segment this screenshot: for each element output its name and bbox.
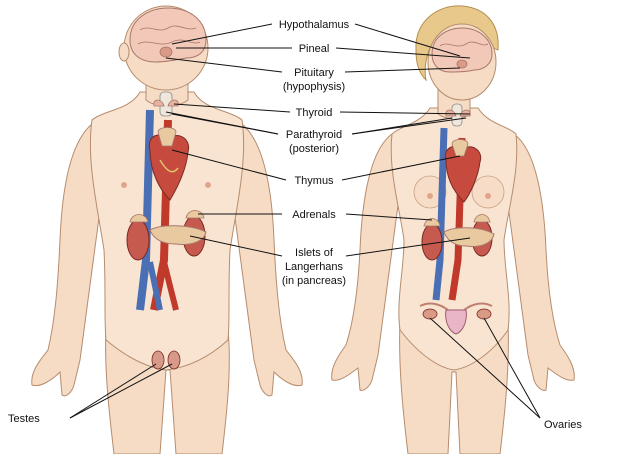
female-adrenal-right bbox=[473, 214, 491, 223]
male-thymus bbox=[157, 127, 177, 147]
male-testis-left bbox=[151, 350, 165, 370]
label-islets-2: Langerhans bbox=[285, 261, 344, 273]
male-vena-cava bbox=[136, 109, 154, 311]
label-testes: Testes bbox=[8, 413, 40, 425]
female-vena-cava bbox=[432, 127, 448, 301]
male-adrenal-right bbox=[185, 210, 205, 219]
male-right-arm bbox=[229, 119, 303, 397]
female-pancreas bbox=[443, 227, 495, 247]
label-thymus: Thymus bbox=[294, 175, 334, 187]
label-parathyroid-sub: (posterior) bbox=[289, 143, 339, 155]
male-nipple-left bbox=[121, 182, 127, 188]
male-testis-right bbox=[167, 350, 181, 370]
male-figure bbox=[31, 5, 303, 455]
male-thyroid bbox=[153, 99, 179, 107]
label-thyroid: Thyroid bbox=[296, 107, 333, 119]
male-adrenal-left bbox=[129, 214, 149, 223]
label-pineal: Pineal bbox=[299, 43, 330, 55]
label-pituitary-sub: (hypophysis) bbox=[283, 81, 345, 93]
female-brain bbox=[431, 27, 493, 73]
label-islets-3: (in pancreas) bbox=[282, 275, 346, 287]
label-ovaries: Ovaries bbox=[544, 419, 582, 431]
female-ovary-left bbox=[422, 308, 438, 320]
female-ovary-right bbox=[476, 308, 492, 320]
female-breast-left bbox=[413, 175, 447, 209]
male-pancreas bbox=[149, 225, 207, 245]
label-adrenals: Adrenals bbox=[292, 209, 336, 221]
male-kidney-left bbox=[126, 219, 150, 261]
label-pituitary: Pituitary bbox=[294, 67, 334, 79]
female-right-arm bbox=[503, 133, 575, 391]
female-uterus bbox=[445, 309, 467, 335]
female-breast-right bbox=[471, 175, 505, 209]
male-left-arm bbox=[31, 119, 105, 397]
labels: Hypothalamus Pineal Pituitary (hypophysi… bbox=[8, 19, 582, 431]
label-parathyroid: Parathyroid bbox=[286, 129, 342, 141]
female-adrenal-left bbox=[423, 218, 441, 227]
label-hypothalamus: Hypothalamus bbox=[279, 19, 350, 31]
female-figure bbox=[331, 5, 575, 455]
male-ear bbox=[118, 42, 130, 62]
female-left-arm bbox=[331, 133, 403, 391]
leader-lines bbox=[69, 23, 541, 419]
label-islets: Islets of bbox=[295, 247, 334, 259]
female-thymus bbox=[451, 139, 469, 157]
male-nipple-right bbox=[205, 182, 211, 188]
